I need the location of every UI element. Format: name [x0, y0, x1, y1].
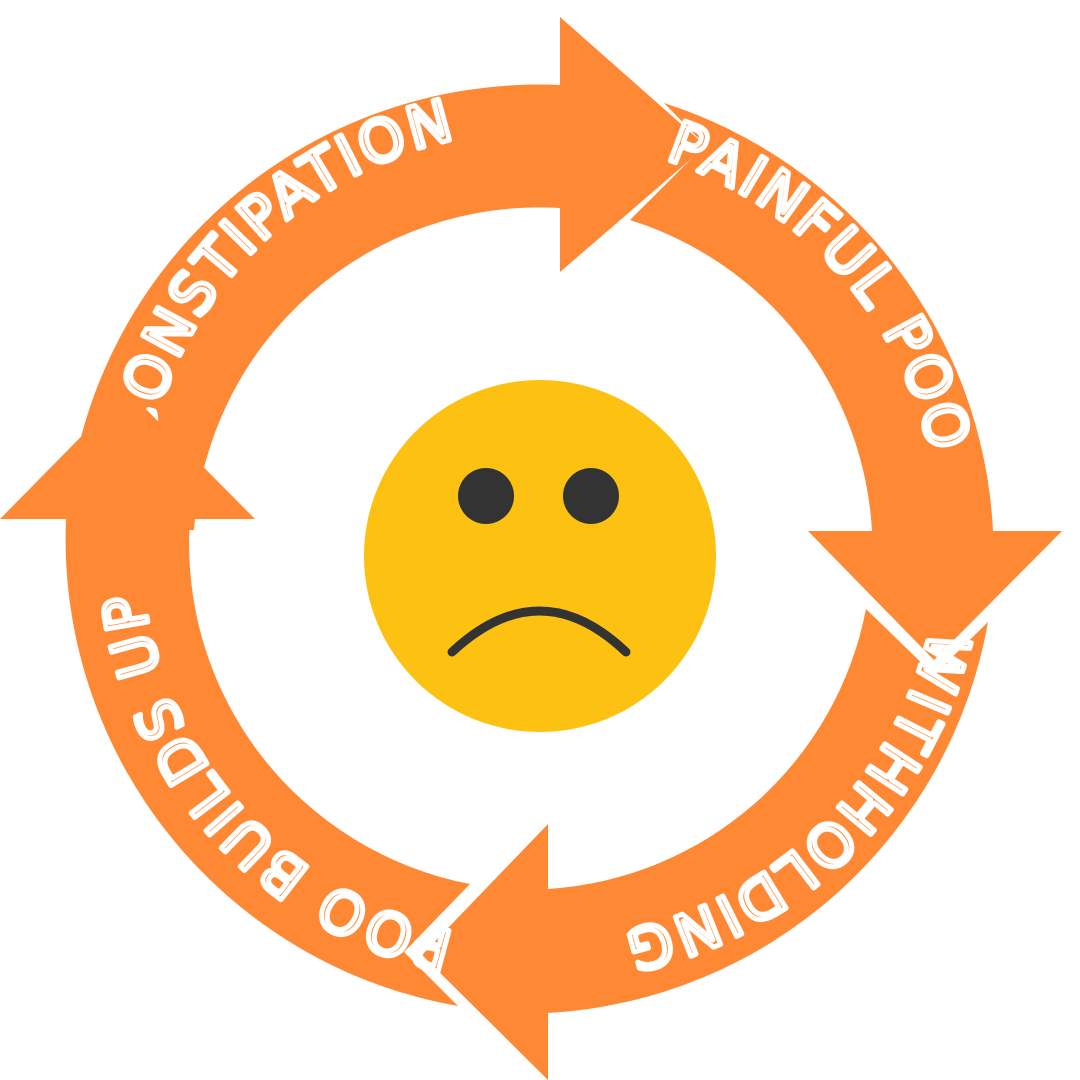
cycle-arrow-withholding — [422, 609, 988, 1080]
face-circle — [364, 380, 716, 732]
cycle-arrow-painful-poo — [630, 103, 1062, 660]
sad-face-icon — [364, 380, 716, 732]
left-eye — [458, 468, 514, 524]
right-eye — [563, 468, 619, 524]
frown-mouth — [447, 606, 631, 657]
cycle-arrow-constipation — [66, 17, 706, 530]
cycle-arrow-poo-builds-up — [0, 390, 470, 1006]
